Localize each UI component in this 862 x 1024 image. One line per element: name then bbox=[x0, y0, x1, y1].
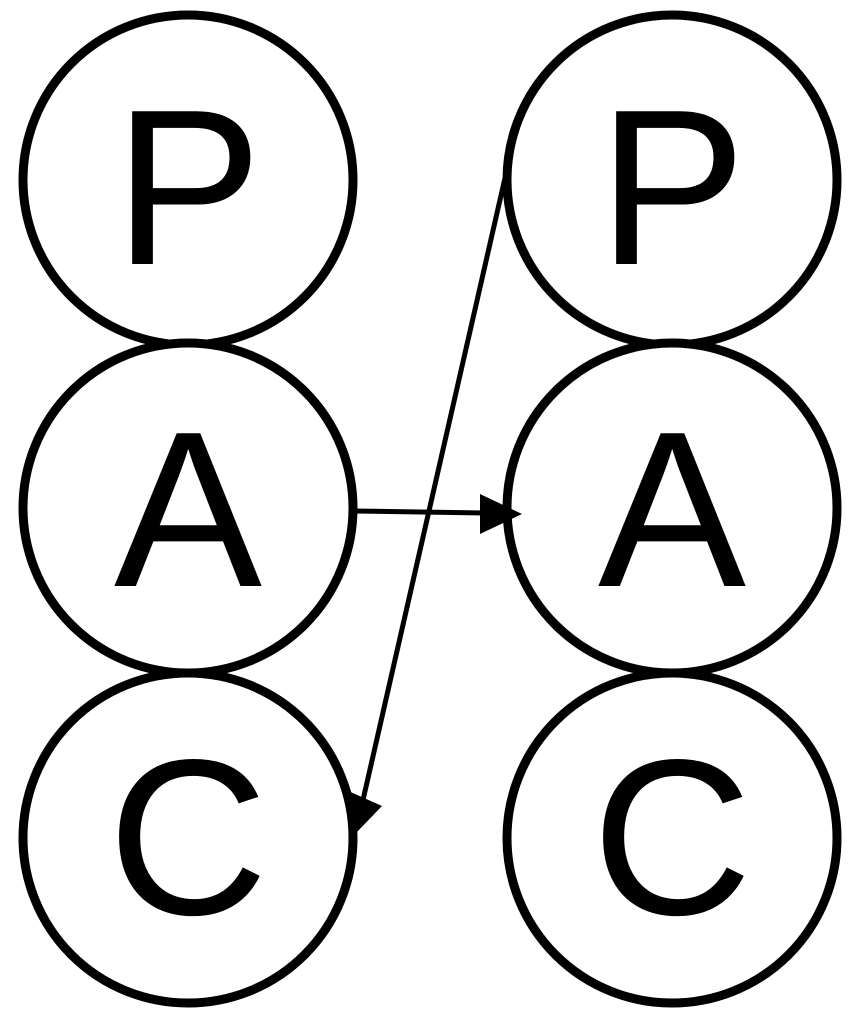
left-node-p: P bbox=[18, 10, 358, 350]
edge-right-p-to-left-c-arrowhead bbox=[346, 790, 382, 833]
edge-left-a-to-right-a bbox=[353, 494, 522, 534]
left-node-a: A bbox=[18, 338, 358, 678]
left-node-a-label: A bbox=[114, 386, 262, 634]
left-node-c: C bbox=[18, 668, 358, 1008]
right-node-p-label: P bbox=[598, 64, 746, 312]
edge-left-a-to-right-a-line bbox=[353, 508, 485, 516]
right-node-p: P bbox=[502, 10, 842, 350]
edge-right-p-to-left-c bbox=[346, 177, 508, 833]
edge-left-a-to-right-a-arrowhead bbox=[480, 494, 522, 534]
right-node-a-label: A bbox=[598, 386, 746, 634]
right-node-c: C bbox=[502, 668, 842, 1008]
right-stack: P A C bbox=[502, 10, 842, 1008]
left-stack: P A C bbox=[18, 10, 358, 1008]
right-node-c-label: C bbox=[592, 714, 752, 962]
left-node-c-label: C bbox=[108, 714, 268, 962]
edge-right-p-to-left-c-line bbox=[360, 177, 508, 801]
left-node-p-label: P bbox=[114, 64, 262, 312]
right-node-a: A bbox=[502, 338, 842, 678]
right-node-c-circle bbox=[502, 668, 842, 1008]
left-node-c-circle bbox=[18, 668, 358, 1008]
